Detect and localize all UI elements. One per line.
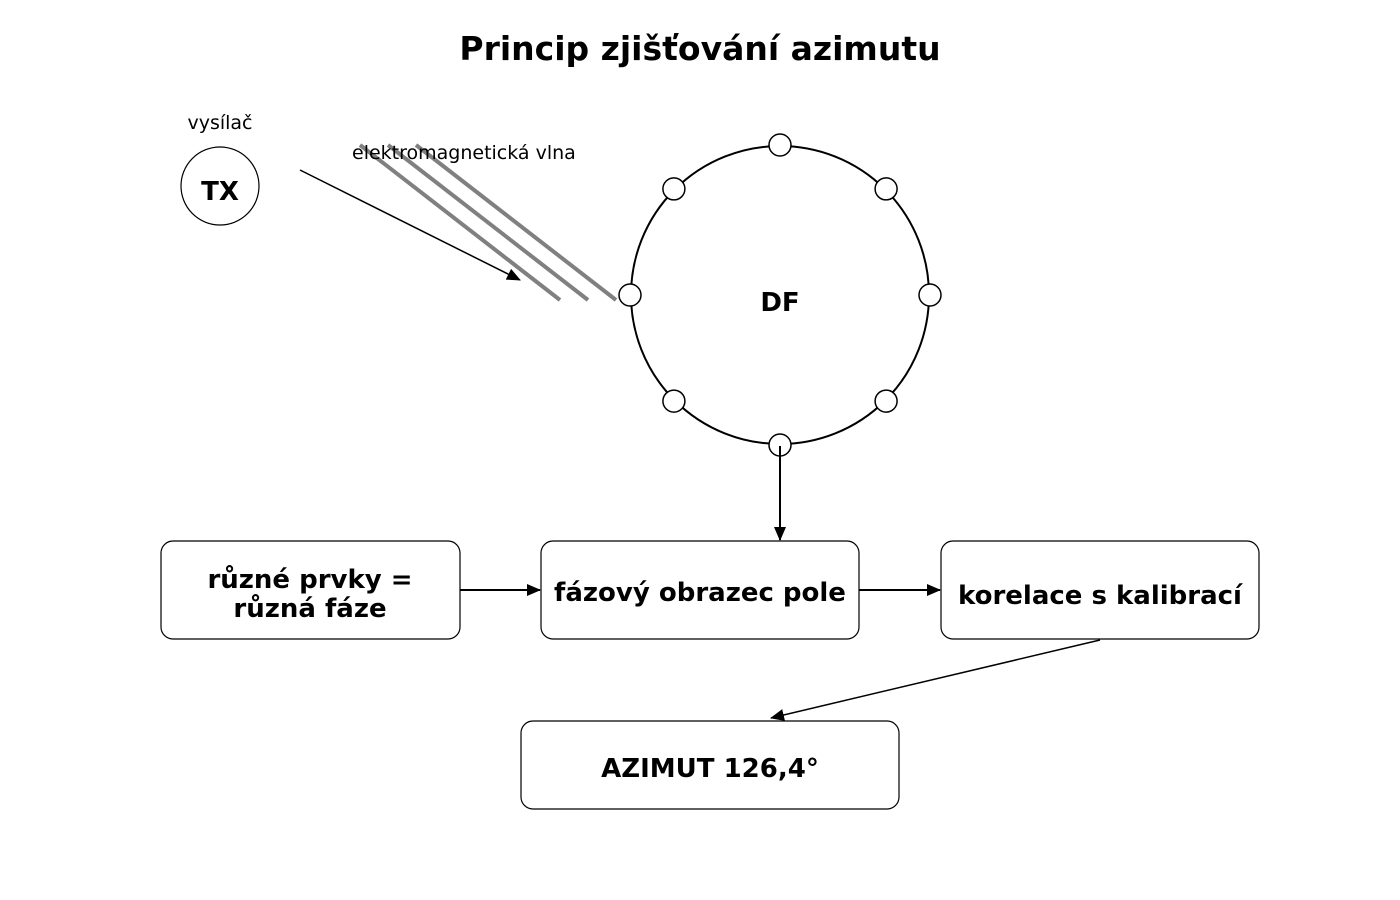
transmitter-label: TX	[201, 177, 239, 207]
antenna-element	[768, 133, 792, 157]
transmitter-caption: vysílač	[187, 112, 252, 134]
antenna-element	[874, 177, 898, 201]
antenna-element	[918, 283, 942, 307]
antenna-element	[874, 389, 898, 413]
antenna-element	[662, 389, 686, 413]
phase-pattern-label: fázový obrazec pole	[554, 578, 846, 608]
diagram-title: Princip zjišťování azimutu	[459, 29, 940, 68]
wavefront-line	[414, 143, 618, 302]
correlation-to-azimuth-arrow	[770, 639, 1101, 721]
wave-label: elektromagnetická vlna	[352, 142, 576, 164]
antenna-element	[618, 283, 642, 307]
antenna-element	[662, 177, 686, 201]
propagation-arrow	[299, 169, 521, 281]
transmitter-node	[180, 146, 260, 226]
wavefront-line	[358, 143, 562, 302]
df-label: DF	[760, 288, 799, 318]
correlation-label: korelace s kalibrací	[958, 581, 1244, 611]
correlation-box	[940, 540, 1260, 640]
elements-box-line1: různé prvky =	[207, 564, 412, 595]
azimuth-result-label: AZIMUT 126,4°	[601, 754, 819, 784]
antenna-elements	[618, 133, 942, 457]
wavefront-line	[386, 143, 590, 302]
azimuth-result-box	[520, 720, 900, 810]
elements-box-line2: různá fáze	[233, 593, 386, 624]
